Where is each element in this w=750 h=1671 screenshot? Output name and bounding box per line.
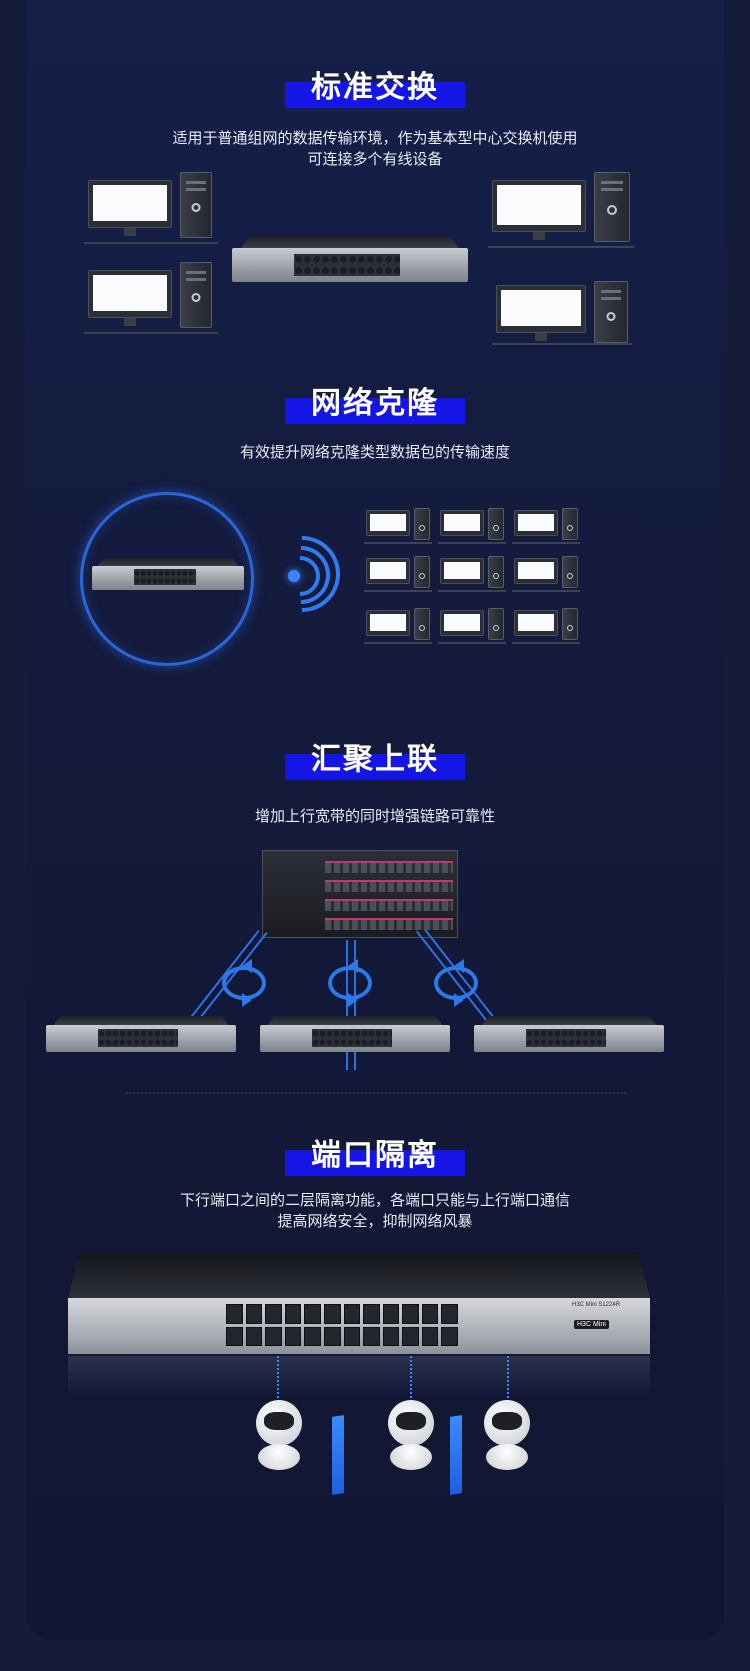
section-heading: 汇聚上联 xyxy=(311,742,439,777)
section-heading: 网络克隆 xyxy=(311,386,439,421)
network-switch-icon xyxy=(260,1016,450,1052)
connection-line xyxy=(507,1356,509,1402)
sync-rotate-icon xyxy=(222,966,266,1000)
network-switch-icon xyxy=(232,236,468,282)
section-uplink: 汇聚上联 增加上行宽带的同时增强链路可靠性 xyxy=(26,720,724,1140)
desc-line-2: 提高网络安全，抑制网络风暴 xyxy=(277,1212,473,1230)
desktop-pc-icon xyxy=(84,262,228,340)
connection-line xyxy=(410,1356,412,1402)
signal-dot-icon xyxy=(288,570,300,582)
h3c-logo: H3C Mini xyxy=(574,1320,609,1329)
isolation-barrier xyxy=(450,1415,462,1495)
security-camera-icon xyxy=(484,1400,530,1472)
section-divider xyxy=(126,1092,626,1094)
desc-line-1: 增加上行宽带的同时增强链路可靠性 xyxy=(254,807,495,825)
title-highlight-bar xyxy=(285,1150,465,1176)
sync-rotate-icon xyxy=(328,966,372,1000)
section-description: 有效提升网络克隆类型数据包的传输速度 xyxy=(26,442,724,463)
section-description: 下行端口之间的二层隔离功能，各端口只能与上行端口通信 提高网络安全，抑制网络风暴 xyxy=(26,1190,724,1232)
desc-line-2: 可连接多个有线设备 xyxy=(307,150,443,168)
desktop-pc-icon xyxy=(364,508,432,546)
desktop-pc-icon xyxy=(364,556,432,594)
ethernet-ports xyxy=(226,1304,458,1346)
section-clone: 网络克隆 有效提升网络克隆类型数据包的传输速度 xyxy=(26,360,724,680)
switch-reflection xyxy=(68,1356,650,1396)
switch-highlight-circle xyxy=(80,492,254,666)
pc-grid xyxy=(364,508,586,670)
network-switch-icon xyxy=(92,558,244,590)
desktop-pc-icon xyxy=(488,172,642,250)
security-camera-icon xyxy=(256,1400,302,1472)
section-heading: 端口隔离 xyxy=(311,1138,439,1173)
desktop-pc-icon xyxy=(512,508,580,546)
desktop-pc-icon xyxy=(84,172,228,250)
desktop-pc-icon xyxy=(438,556,506,594)
core-switch-chassis-icon xyxy=(262,850,458,938)
desktop-pc-icon xyxy=(364,608,432,646)
isolation-barrier xyxy=(332,1415,344,1495)
large-switch-icon: H3C Mini S1224R H3C Mini xyxy=(68,1252,650,1396)
sync-rotate-icon xyxy=(434,966,478,1000)
section-title-clone: 网络克隆 xyxy=(285,378,465,424)
section-description: 适用于普通组网的数据传输环境，作为基本型中心交换机使用 可连接多个有线设备 xyxy=(26,128,724,170)
section-isolation: 端口隔离 下行端口之间的二层隔离功能，各端口只能与上行端口通信 提高网络安全，抑… xyxy=(26,1130,724,1640)
desktop-pc-icon xyxy=(438,508,506,546)
connection-line xyxy=(277,1356,279,1402)
switch-model-label: H3C Mini S1224R xyxy=(572,1302,621,1308)
section-title-standard: 标准交换 xyxy=(285,62,465,108)
network-switch-icon xyxy=(46,1016,236,1052)
title-highlight-bar xyxy=(285,754,465,780)
security-camera-icon xyxy=(388,1400,434,1472)
desktop-pc-icon xyxy=(438,608,506,646)
network-switch-icon xyxy=(474,1016,664,1052)
section-standard: 标准交换 适用于普通组网的数据传输环境，作为基本型中心交换机使用 可连接多个有线… xyxy=(26,0,724,345)
wireless-wave-icon xyxy=(248,520,356,628)
desc-line-1: 下行端口之间的二层隔离功能，各端口只能与上行端口通信 xyxy=(179,1191,570,1209)
title-highlight-bar xyxy=(285,82,465,108)
desc-line-1: 有效提升网络克隆类型数据包的传输速度 xyxy=(239,443,510,461)
desktop-pc-icon xyxy=(512,556,580,594)
desc-line-1: 适用于普通组网的数据传输环境，作为基本型中心交换机使用 xyxy=(172,129,578,147)
desktop-pc-icon xyxy=(512,608,580,646)
section-title-uplink: 汇聚上联 xyxy=(285,734,465,780)
section-description: 增加上行宽带的同时增强链路可靠性 xyxy=(26,806,724,827)
main-panel: 标准交换 适用于普通组网的数据传输环境，作为基本型中心交换机使用 可连接多个有线… xyxy=(26,0,724,1640)
uplink-line xyxy=(346,940,348,1070)
section-heading: 标准交换 xyxy=(311,70,439,105)
section-title-isolation: 端口隔离 xyxy=(285,1130,465,1176)
title-highlight-bar xyxy=(285,398,465,424)
desktop-pc-icon xyxy=(492,281,646,355)
